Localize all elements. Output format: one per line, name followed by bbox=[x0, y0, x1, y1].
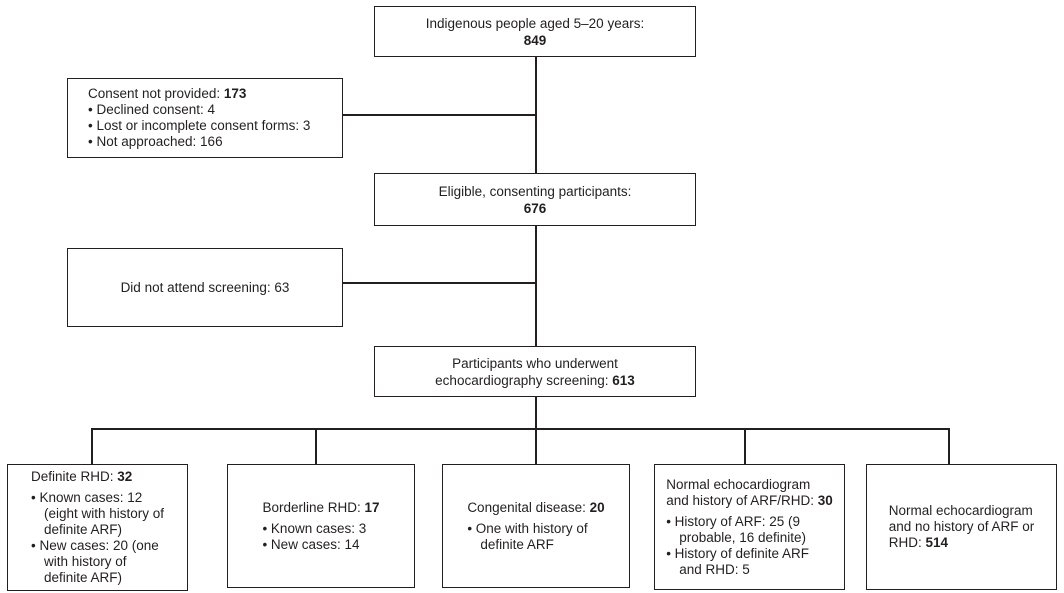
connector-drop-borderline-rhd bbox=[315, 428, 317, 464]
node-eligible-participants: Eligible, consenting participants:676 bbox=[374, 173, 696, 226]
text-line: and no history of ARF or bbox=[888, 519, 1035, 534]
text-line: and history of ARF/RHD: 30 bbox=[666, 492, 833, 508]
text-line: Congenital disease: 20 bbox=[467, 499, 605, 515]
connector-screened-to-branch bbox=[535, 397, 537, 464]
connector-drop-normal-echo-no-history bbox=[948, 428, 950, 464]
text-line: • History of definite ARF bbox=[666, 545, 809, 561]
text-line: echocardiography screening: 613 bbox=[435, 372, 635, 388]
node-definite-rhd: Definite RHD: 32 • Known cases: 12(eight … bbox=[7, 464, 188, 591]
text-line: Did not attend screening: 63 bbox=[120, 280, 290, 295]
text-line: Normal echocardiogram bbox=[666, 476, 811, 492]
node-borderline-rhd-text: Borderline RHD: 17 • Known cases: 3• New … bbox=[262, 500, 379, 553]
text-line: Indigenous people aged 5–20 years: bbox=[425, 15, 645, 31]
text-line: Eligible, consenting participants: bbox=[438, 183, 632, 199]
text-line: RHD: 514 bbox=[888, 535, 948, 550]
text-line: Normal echocardiogram bbox=[888, 503, 1033, 518]
text-line: Definite RHD: 32 bbox=[30, 469, 133, 484]
connector-outcomes-branch bbox=[91, 428, 950, 430]
text-line: • New cases: 20 (one bbox=[30, 538, 159, 553]
text-line: • New cases: 14 bbox=[262, 536, 360, 552]
node-population: Indigenous people aged 5–20 years:849 bbox=[374, 6, 696, 57]
text-line: Participants who underwent bbox=[452, 355, 618, 371]
node-eligible-participants-text: Eligible, consenting participants:676 bbox=[439, 183, 632, 217]
node-did-not-attend-text: Did not attend screening: 63 bbox=[121, 279, 290, 296]
text-line: • Lost or incomplete consent forms: 3 bbox=[88, 118, 311, 133]
text-line: and RHD: 5 bbox=[679, 561, 750, 577]
text-line: definite ARF) bbox=[43, 522, 123, 537]
text-line: with history of bbox=[43, 554, 127, 569]
node-did-not-attend: Did not attend screening: 63 bbox=[67, 248, 343, 327]
text-line: • Known cases: 12 bbox=[30, 490, 143, 505]
text-line: Borderline RHD: 17 bbox=[262, 499, 380, 515]
text-line: Consent not provided: 173 bbox=[88, 86, 247, 101]
text-line: definite ARF bbox=[480, 536, 554, 552]
text-line: • Not approached: 166 bbox=[88, 134, 223, 149]
node-borderline-rhd: Borderline RHD: 17 • Known cases: 3• New … bbox=[227, 464, 415, 588]
text-line: probable, 16 definite) bbox=[679, 529, 807, 545]
text-line: definite ARF) bbox=[43, 570, 123, 585]
text-line: • History of ARF: 25 (9 bbox=[666, 513, 800, 529]
connector-eligible-to-screened bbox=[535, 226, 537, 346]
node-consent-not-provided-text: Consent not provided: 173• Declined cons… bbox=[88, 86, 310, 150]
node-definite-rhd-text: Definite RHD: 32 • Known cases: 12(eight … bbox=[31, 469, 164, 586]
text-line: • Declined consent: 4 bbox=[88, 102, 216, 117]
node-population-text: Indigenous people aged 5–20 years:849 bbox=[426, 15, 644, 49]
connector-drop-normal-echo-history bbox=[744, 428, 746, 464]
connector-consent-branch bbox=[343, 114, 537, 116]
text-line: (eight with history of bbox=[43, 506, 165, 521]
text-line: 849 bbox=[523, 32, 547, 48]
text-line: 676 bbox=[523, 200, 547, 216]
text-line: • Known cases: 3 bbox=[262, 520, 367, 536]
node-consent-not-provided: Consent not provided: 173• Declined cons… bbox=[67, 78, 343, 158]
connector-did-not-attend-branch bbox=[343, 282, 537, 284]
node-congenital-disease: Congenital disease: 20 • One with history… bbox=[442, 464, 630, 588]
node-congenital-disease-text: Congenital disease: 20 • One with history… bbox=[467, 500, 604, 553]
text-line: • One with history of bbox=[467, 520, 588, 536]
connector-drop-definite-rhd bbox=[91, 428, 93, 464]
